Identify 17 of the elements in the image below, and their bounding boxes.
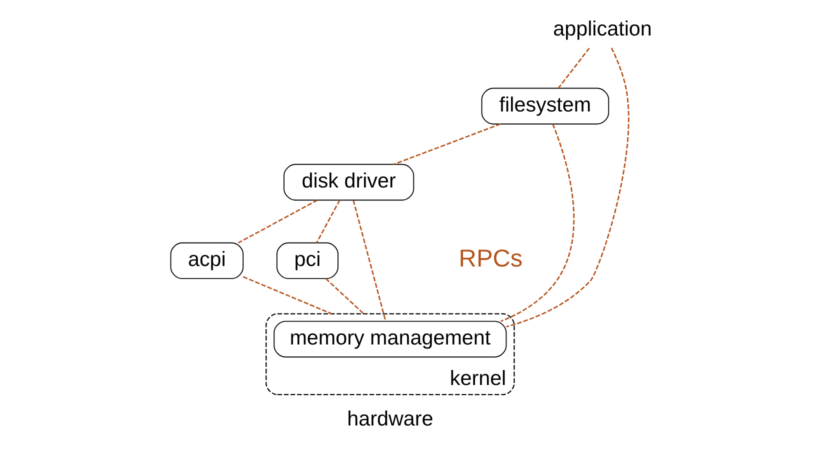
connector xyxy=(242,276,332,314)
connector xyxy=(506,48,629,328)
connector xyxy=(238,200,318,244)
label: RPCs xyxy=(458,246,522,273)
node-box: pci xyxy=(276,242,338,280)
connector xyxy=(557,48,590,88)
node-box: acpi xyxy=(170,242,244,280)
node-box: filesystem xyxy=(480,88,609,124)
node-box: disk driver xyxy=(283,164,414,201)
node-text: application xyxy=(552,17,652,40)
connector xyxy=(324,278,364,314)
label: hardware xyxy=(346,407,433,430)
connector xyxy=(393,123,500,165)
connector xyxy=(316,200,340,244)
connector xyxy=(352,200,386,322)
connector xyxy=(500,124,574,322)
node-box: memory management xyxy=(273,320,506,358)
